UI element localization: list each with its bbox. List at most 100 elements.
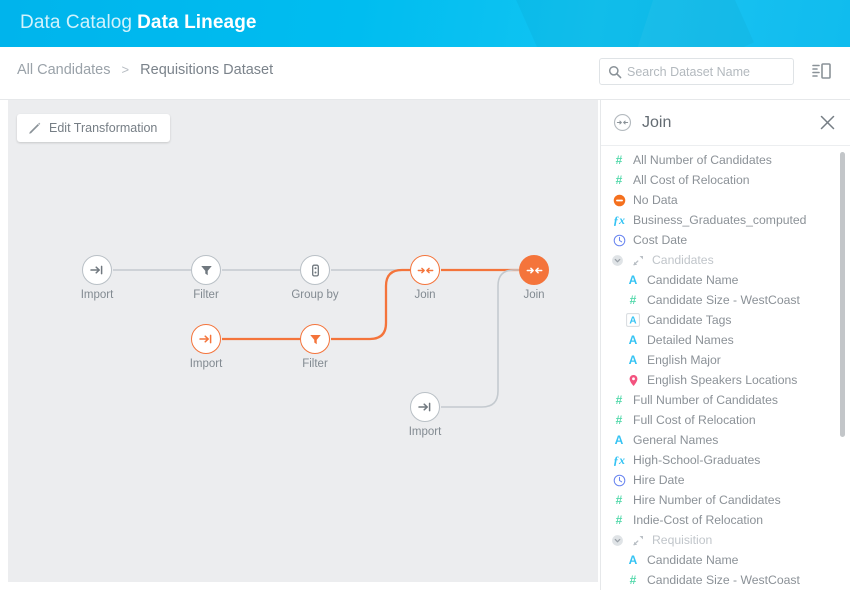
field-row[interactable]: #All Cost of Relocation xyxy=(601,170,850,190)
text-type-icon: A xyxy=(628,333,638,347)
field-row[interactable]: #Full Number of Candidates xyxy=(601,390,850,410)
tag-type-icon: A xyxy=(626,313,640,327)
field-row[interactable]: # Candidate Size - WestCoast xyxy=(601,290,850,310)
field-label: Candidate Name xyxy=(647,273,739,287)
field-label: Candidate Size - WestCoast xyxy=(647,293,800,307)
node-filter-2[interactable]: Filter xyxy=(300,324,330,370)
search-icon xyxy=(608,65,622,79)
node-circle xyxy=(410,392,440,422)
field-row[interactable]: A Candidate Tags xyxy=(601,310,850,330)
breadcrumb-separator: > xyxy=(121,62,130,77)
formula-type-icon: ƒx xyxy=(613,453,625,467)
field-row[interactable]: A General Names xyxy=(601,430,850,450)
no-data-icon xyxy=(612,193,626,207)
field-group-row[interactable]: Candidates xyxy=(601,250,850,270)
node-filter-1[interactable]: Filter xyxy=(191,255,221,301)
section-name: Data Lineage xyxy=(137,12,257,33)
field-label: High-School-Graduates xyxy=(633,453,761,467)
app-name[interactable]: Data Catalog xyxy=(20,12,133,33)
field-row[interactable]: English Speakers Locations xyxy=(601,370,850,390)
field-label: Detailed Names xyxy=(647,333,734,347)
text-type-icon: A xyxy=(628,553,638,567)
search-input[interactable] xyxy=(627,59,787,84)
field-row[interactable]: # Candidate Size - WestCoast xyxy=(601,570,850,590)
node-import-3[interactable]: Import xyxy=(409,392,441,438)
panel-layout-icon[interactable] xyxy=(809,59,833,83)
field-label: All Number of Candidates xyxy=(633,153,772,167)
node-label: Group by xyxy=(291,289,339,301)
field-label: Candidate Tags xyxy=(647,313,732,327)
field-row[interactable]: A Detailed Names xyxy=(601,330,850,350)
field-label: Candidate Size - WestCoast xyxy=(647,573,800,587)
field-label: Candidate Name xyxy=(647,553,739,567)
date-type-icon xyxy=(612,473,626,487)
import-icon xyxy=(418,402,431,412)
node-circle xyxy=(191,324,221,354)
node-import-2[interactable]: Import xyxy=(190,324,222,370)
field-list-scrollbar[interactable] xyxy=(840,152,845,437)
breadcrumb-root[interactable]: All Candidates xyxy=(17,62,111,78)
number-type-icon: # xyxy=(615,153,623,167)
field-group-row[interactable]: Requisition xyxy=(601,530,850,550)
lineage-canvas[interactable]: Edit Transformation xyxy=(8,100,598,582)
node-label: Filter xyxy=(302,358,328,370)
edit-transformation-button[interactable]: Edit Transformation xyxy=(17,114,171,142)
field-label: Hire Date xyxy=(633,473,685,487)
import-icon xyxy=(199,334,212,344)
field-row[interactable]: #Full Cost of Relocation xyxy=(601,410,850,430)
brand-facet-decoration-2 xyxy=(506,0,754,47)
node-import-1[interactable]: Import xyxy=(81,255,113,301)
field-row[interactable]: ƒx High-School-Graduates xyxy=(601,450,850,470)
svg-text:A: A xyxy=(629,316,636,327)
field-row[interactable]: # All Number of Candidates xyxy=(601,150,850,170)
join-icon xyxy=(613,113,632,132)
filter-icon xyxy=(309,334,321,344)
node-label: Import xyxy=(80,289,114,301)
field-label: Requisition xyxy=(652,533,713,547)
field-row[interactable]: No Data xyxy=(601,190,850,210)
field-label: All Cost of Relocation xyxy=(633,173,750,187)
edit-transformation-label: Edit Transformation xyxy=(49,121,158,135)
field-list[interactable]: #All Number of Candidates#All Cost of Re… xyxy=(601,146,850,590)
field-label: English Speakers Locations xyxy=(647,373,798,387)
search-box[interactable] xyxy=(599,58,794,85)
join-icon xyxy=(526,267,542,273)
node-label: Join xyxy=(523,289,545,301)
breadcrumb-current: Requisitions Dataset xyxy=(140,62,274,78)
field-row[interactable]: #Hire Number of Candidates xyxy=(601,490,850,510)
sub-header: All Candidates > Requisitions Dataset xyxy=(0,47,850,100)
field-row[interactable]: Hire Date xyxy=(601,470,850,490)
node-join-1[interactable]: Join xyxy=(410,255,440,301)
branch-icon xyxy=(631,253,645,267)
detail-panel-header: Join xyxy=(601,100,850,146)
close-icon[interactable] xyxy=(819,114,836,131)
node-circle xyxy=(82,255,112,285)
pencil-icon xyxy=(28,122,41,135)
node-circle xyxy=(300,324,330,354)
node-join-2-selected[interactable]: Join xyxy=(519,255,549,301)
field-row[interactable]: #Indie-Cost of Relocation xyxy=(601,510,850,530)
breadcrumb: All Candidates > Requisitions Dataset xyxy=(17,62,273,78)
node-groupby-1[interactable]: Group by xyxy=(291,255,339,301)
date-type-icon xyxy=(612,233,626,247)
group-expand-icon[interactable] xyxy=(610,533,624,547)
field-row[interactable]: Cost Date xyxy=(601,230,850,250)
field-label: Hire Number of Candidates xyxy=(633,493,781,507)
number-type-icon: # xyxy=(629,293,637,307)
node-label: Import xyxy=(408,426,442,438)
number-type-icon: # xyxy=(615,513,623,527)
group-expand-icon[interactable] xyxy=(610,253,624,267)
node-circle xyxy=(300,255,330,285)
field-label: General Names xyxy=(633,433,719,447)
filter-icon xyxy=(200,265,212,275)
field-row[interactable]: A Candidate Name xyxy=(601,550,850,570)
detail-panel-title: Join xyxy=(642,113,672,131)
number-type-icon: # xyxy=(629,573,637,587)
text-type-icon: A xyxy=(614,433,624,447)
groupby-icon xyxy=(311,263,319,276)
